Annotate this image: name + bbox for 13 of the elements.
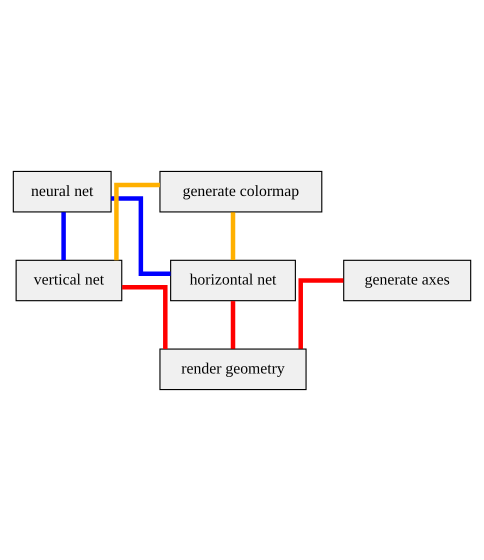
- node-box: horizontal net: [170, 259, 296, 301]
- connector: [298, 278, 344, 348]
- connector: [111, 196, 171, 276]
- node-box: vertical net: [16, 259, 122, 301]
- connector: [61, 212, 66, 260]
- node-box: generate axes: [343, 259, 472, 301]
- connector: [114, 182, 160, 260]
- connector: [230, 300, 236, 348]
- node-box: render geometry: [159, 348, 307, 390]
- node-box: generate colormap: [159, 170, 322, 212]
- node-box: neural net: [12, 170, 112, 212]
- connector: [122, 284, 168, 348]
- connector: [230, 212, 236, 260]
